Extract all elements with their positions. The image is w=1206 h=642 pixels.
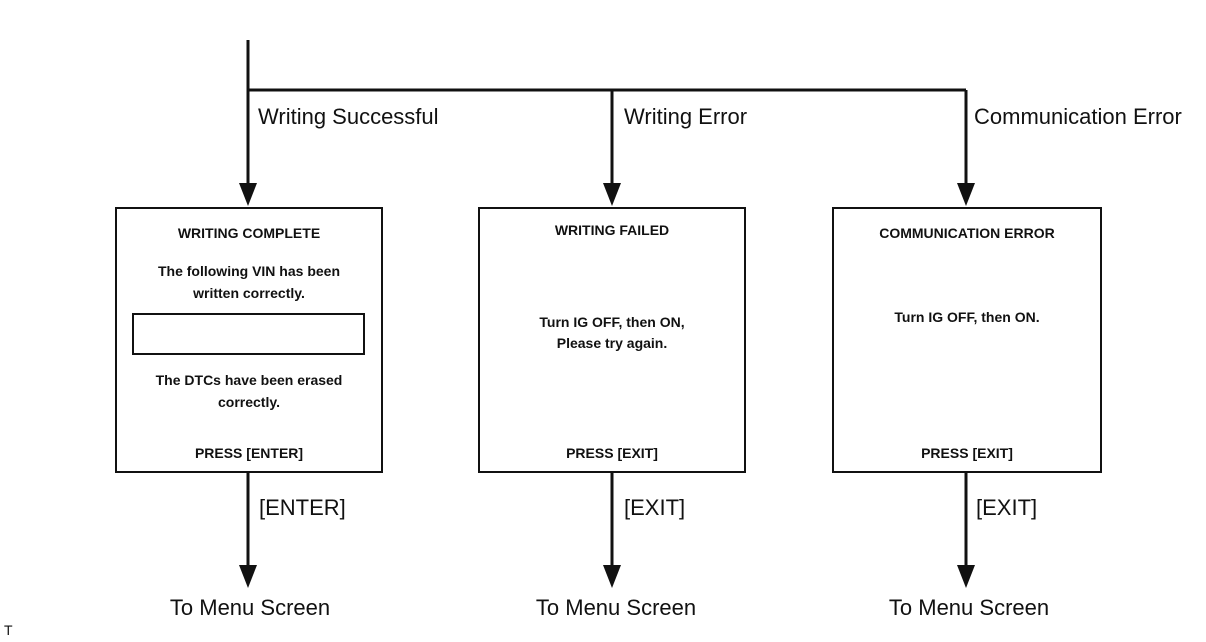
branch-label-success: Writing Successful [258, 104, 439, 129]
arrowhead-comm [957, 183, 975, 206]
screen-title: WRITING COMPLETE [177, 225, 321, 241]
corner-mark: T [4, 622, 13, 638]
screen-text: The following VIN has been [157, 263, 340, 279]
destination-label: To Menu Screen [535, 595, 697, 620]
screen-writing-failed: WRITING FAILED Turn IG OFF, then ON, Ple… [478, 207, 746, 473]
key-label-enter: [ENTER] [259, 495, 346, 520]
screen-text: written correctly. [193, 285, 305, 301]
screen-title: COMMUNICATION ERROR [879, 225, 1055, 241]
screen-prompt: PRESS [ENTER] [194, 445, 304, 461]
arrowhead-success [239, 183, 257, 206]
arrowhead-dest-1 [239, 565, 257, 588]
key-label-exit: [EXIT] [976, 495, 1038, 520]
screen-text: Turn IG OFF, then ON, [539, 314, 685, 330]
screen-communication-error: COMMUNICATION ERROR Turn IG OFF, then ON… [832, 207, 1102, 473]
screen-prompt: PRESS [EXIT] [921, 445, 1013, 461]
screen-title: WRITING FAILED [554, 222, 670, 238]
vin-display-field [132, 313, 365, 355]
screen-text: The DTCs have been erased [155, 372, 343, 388]
branch-label-comm-error: Communication Error [974, 104, 1182, 129]
arrowhead-dest-3 [957, 565, 975, 588]
screen-writing-complete: WRITING COMPLETE The following VIN has b… [115, 207, 383, 473]
arrowhead-error [603, 183, 621, 206]
screen-prompt: PRESS [EXIT] [566, 445, 658, 461]
screen-text: Please try again. [556, 335, 668, 351]
screen-text: Turn IG OFF, then ON. [894, 309, 1040, 325]
arrowhead-dest-2 [603, 565, 621, 588]
screen-text: correctly. [218, 394, 280, 410]
branch-label-error: Writing Error [624, 104, 748, 129]
key-label-exit: [EXIT] [624, 495, 686, 520]
destination-label: To Menu Screen [888, 595, 1050, 620]
destination-label: To Menu Screen [169, 595, 331, 620]
